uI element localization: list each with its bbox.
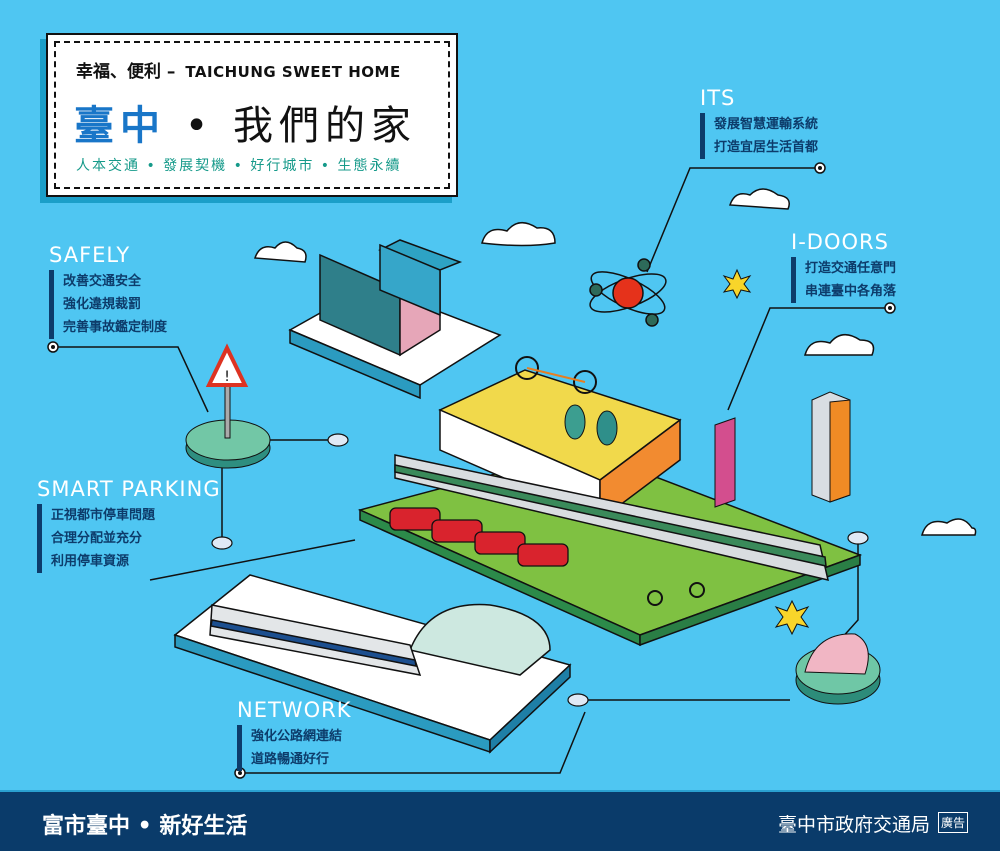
section-line: 合理分配並充分 — [51, 531, 143, 546]
title-tagline: 幸福、便利 – TAICHUNG SWEET HOME — [76, 57, 401, 82]
bicycles — [515, 356, 705, 606]
section-heading: I-DOORS — [791, 230, 889, 254]
section-heading: ITS — [700, 86, 736, 110]
svg-text:!: ! — [224, 369, 230, 385]
section-line: 完善事故鑑定制度 — [63, 320, 168, 335]
opera-house — [795, 633, 881, 705]
node-pucks — [211, 433, 869, 707]
section-line: 打造交通任意門 — [805, 261, 897, 276]
its-atom-icon — [589, 258, 667, 327]
connector-lines — [53, 167, 890, 774]
section-safely: SAFELY 改善交通安全 強化違規裁罰 完善事故鑑定制度 — [49, 243, 167, 339]
footer-agency: 臺中市政府交通局 — [777, 814, 930, 836]
tower-building — [811, 391, 851, 503]
section-heading: SAFELY — [49, 243, 131, 267]
trees — [564, 404, 618, 446]
section-line: 發展智慧運輸系統 — [714, 117, 819, 132]
section-network: NETWORK 強化公路網連結 道路暢通好行 — [237, 698, 351, 771]
clouds — [253, 188, 977, 536]
main-title-home: 我們的家 — [233, 103, 418, 149]
section-line: 利用停車資源 — [51, 554, 130, 569]
section-line: 打造宜居生活首都 — [714, 140, 819, 155]
section-line: 強化違規裁罰 — [63, 297, 142, 312]
safety-sign-island: ! — [185, 343, 271, 469]
section-line: 強化公路網連結 — [251, 729, 343, 744]
section-smart-parking: SMART PARKING 正視都市停車問題 合理分配並充分 利用停車資源 — [37, 477, 221, 573]
main-title-city: 臺中 — [74, 103, 166, 149]
mrt-train — [394, 454, 829, 582]
ad-label-badge: 廣告 — [937, 812, 968, 833]
sparkle-icons — [722, 268, 810, 636]
brt-bus-platform — [173, 574, 572, 754]
section-its: ITS 發展智慧運輸系統 打造宜居生活首都 — [700, 86, 818, 159]
title-subtitle: 人本交通 • 發展契機 • 好行城市 • 生態永續 — [76, 158, 402, 174]
main-title-dot: • — [184, 103, 215, 149]
footer-bar: 富市臺中 • 新好生活 臺中市政府交通局 廣告 — [0, 790, 1000, 851]
section-line: 正視都市停車問題 — [51, 508, 156, 523]
title-box: 幸福、便利 – TAICHUNG SWEET HOME 臺中 • 我們的家 人本… — [46, 33, 458, 197]
section-heading: NETWORK — [237, 698, 352, 722]
dashed-border — [54, 41, 450, 189]
tagline-english: TAICHUNG SWEET HOME — [185, 63, 401, 81]
main-title: 臺中 • 我們的家 — [74, 93, 417, 151]
section-line: 道路暢通好行 — [251, 752, 330, 767]
tagline-chinese: 幸福、便利 – — [76, 62, 176, 82]
office-buildings — [288, 239, 502, 400]
section-heading: SMART PARKING — [37, 477, 221, 501]
door-icon — [714, 417, 736, 508]
footer-slogan: 富市臺中 • 新好生活 — [42, 813, 248, 839]
parked-cars — [389, 507, 569, 567]
section-line: 串連臺中各角落 — [805, 284, 897, 299]
section-line: 改善交通安全 — [63, 274, 142, 289]
section-i-doors: I-DOORS 打造交通任意門 串連臺中各角落 — [791, 230, 896, 303]
